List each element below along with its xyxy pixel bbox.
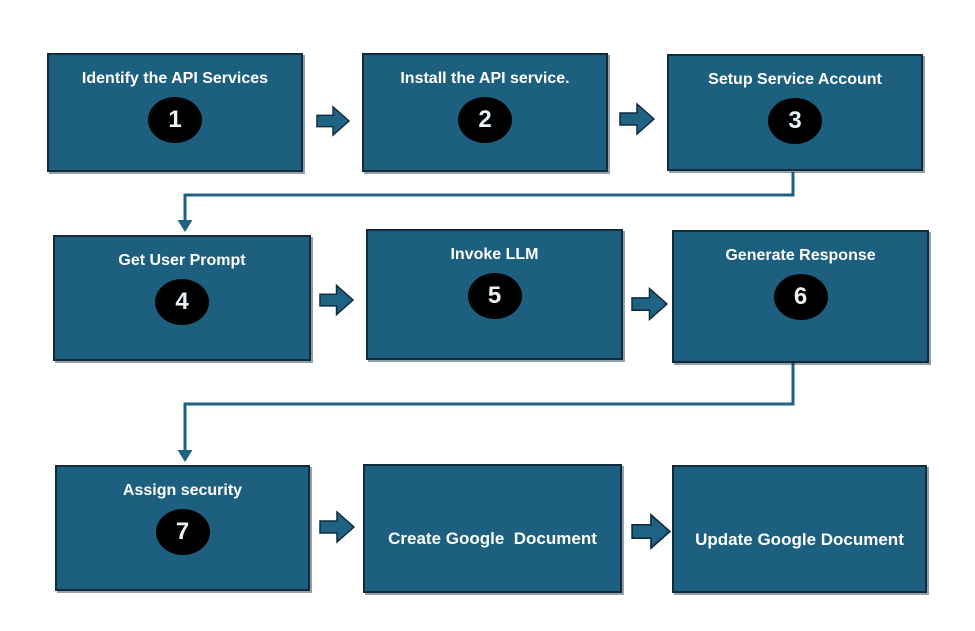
step-label-8-line1: Create Google Document [388, 529, 597, 548]
step-box-2: Install the API service. 2 [362, 53, 608, 172]
elbow-connector-6-7 [177, 363, 795, 462]
step-label-9: Update Google Document based on LLM resp… [695, 480, 904, 631]
step-number-6: 6 [793, 283, 808, 310]
step-label-4: Get User Prompt [118, 252, 246, 269]
step-label-9-line1: Update Google Document [695, 530, 904, 549]
step-box-1: Identify the API Services 1 [47, 53, 303, 172]
block-arrow-icon [316, 105, 350, 137]
step-box-9: Update Google Document based on LLM resp… [672, 465, 927, 621]
step-number-badge-1: 1 [148, 97, 202, 143]
block-arrow-8-9 [631, 511, 671, 552]
step-box-3: Setup Service Account 3 [667, 54, 923, 171]
step-box-5: Invoke LLM 5 [366, 229, 623, 360]
block-arrow-icon [319, 283, 354, 317]
step-number-7: 7 [175, 518, 190, 545]
step-number-badge-6: 6 [773, 274, 828, 320]
block-arrow-icon [631, 512, 671, 551]
step-number-badge-4: 4 [155, 279, 209, 325]
step-label-8-line2-suffix: Template) [536, 604, 597, 619]
block-arrow-icon [631, 286, 668, 322]
step-box-7: Assign security 7 [55, 465, 310, 591]
block-arrow-icon [619, 102, 656, 136]
step-number-3: 3 [788, 107, 802, 134]
step-number-badge-7: 7 [155, 509, 210, 555]
arrowhead-icon [177, 450, 193, 462]
step-label-3: Setup Service Account [708, 71, 882, 88]
step-number-1: 1 [168, 106, 182, 133]
step-number-badge-2: 2 [458, 97, 512, 143]
step-label-5: Invoke LLM [450, 246, 539, 263]
step-label-2: Install the API service. [400, 70, 570, 87]
step-box-4: Get User Prompt 4 [53, 235, 311, 361]
step-number-2: 2 [478, 106, 492, 133]
step-label-8: Create Google Document (based on Google … [388, 479, 597, 631]
block-arrow-7-8 [319, 506, 355, 548]
block-arrow-5-6 [631, 285, 668, 323]
step-number-badge-3: 3 [768, 98, 822, 144]
step-box-8: Create Google Document (based on Google … [363, 464, 622, 620]
step-box-6: Generate Response 6 [672, 230, 929, 363]
step-label-7: Assign security [122, 482, 243, 499]
block-arrow-4-5 [319, 280, 354, 320]
arrowhead-icon [177, 220, 193, 232]
step-label-1: Identify the API Services [81, 70, 269, 87]
elbow-connector-3-4 [177, 172, 795, 232]
step-label-8-line2: (based on Google Template) [388, 601, 597, 620]
step-label-9-line2: based on LLM response [702, 602, 897, 621]
block-arrow-icon [319, 510, 355, 544]
step-label-6: Generate Response [725, 247, 876, 264]
block-arrow-1-2 [316, 104, 350, 138]
block-arrow-2-3 [618, 102, 656, 136]
step-number-badge-5: 5 [467, 273, 522, 319]
step-number-4: 4 [175, 288, 189, 315]
step-number-5: 5 [487, 282, 502, 309]
